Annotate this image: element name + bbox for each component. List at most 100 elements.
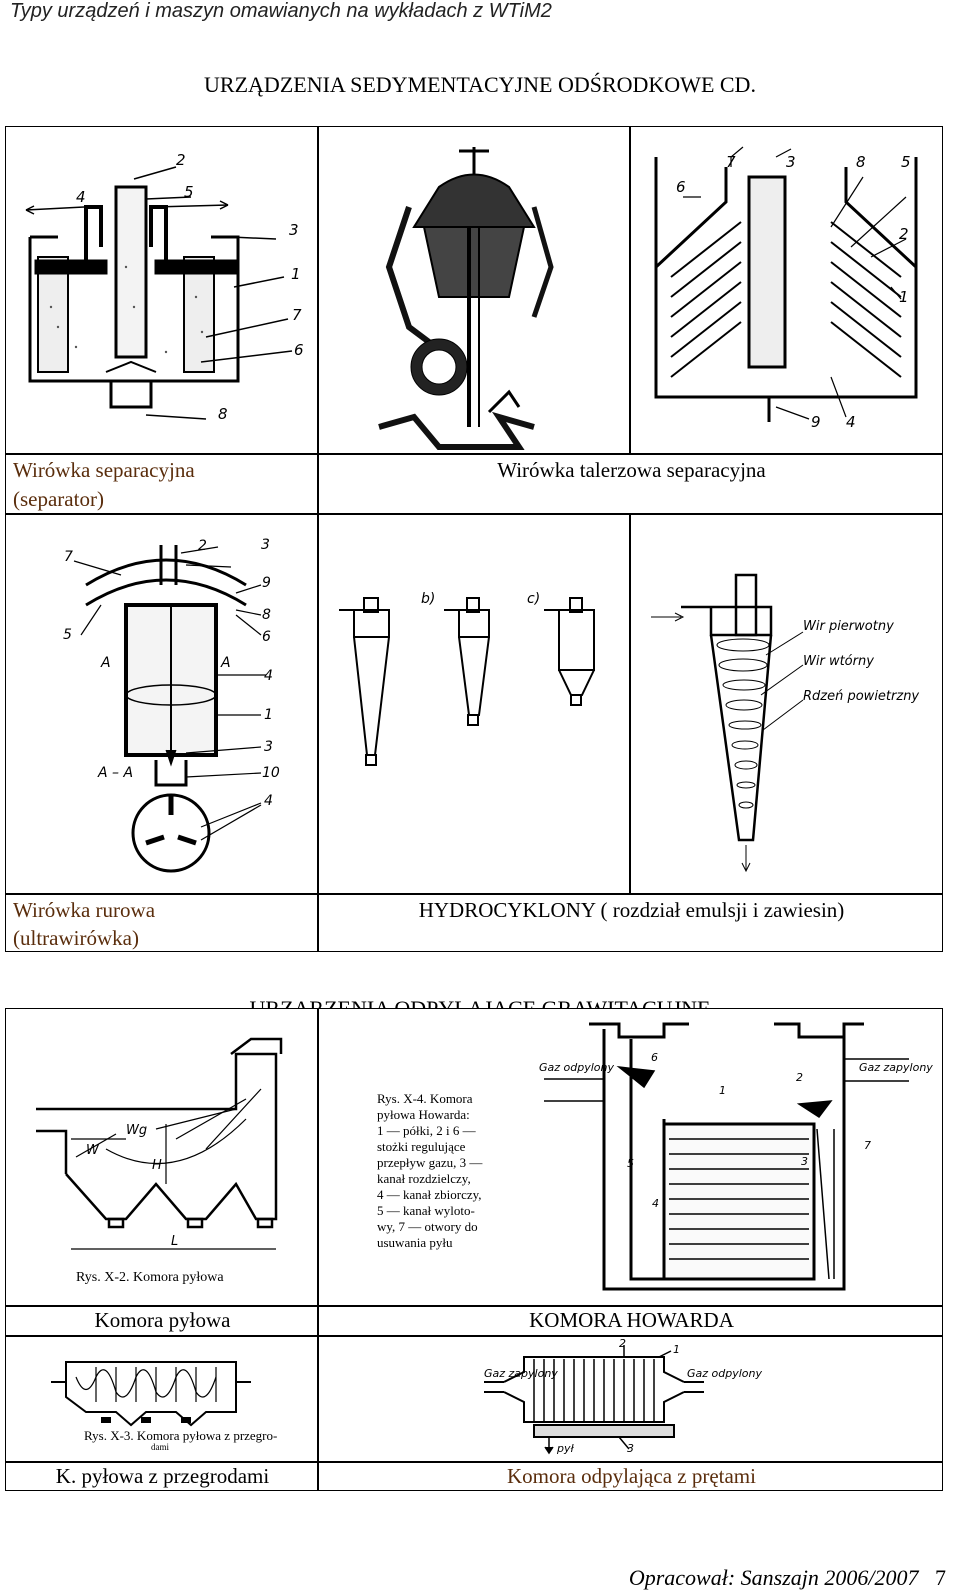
- caption-howard: KOMORA HOWARDA: [529, 1308, 734, 1332]
- chamber-label-l: L: [171, 1234, 178, 1249]
- section-title-centrifugal: URZĄDZENIA SEDYMENTACYJNE ODŚRODKOWE CD.: [204, 72, 756, 97]
- disc-label-6: 6: [676, 178, 686, 196]
- howard-label-3: 3: [801, 1155, 808, 1168]
- dust-chamber-drawing: Wg W H L Rys. X-2. Komora pyłowa: [36, 1037, 283, 1285]
- figure-baffles-cell: Rys. X-3. Komora pyłowa z przegro- dami: [5, 1336, 318, 1462]
- figure-vortex-cell: Wir pierwotny Wir wtórny Rdzeń powietrzn…: [630, 514, 943, 894]
- disc-label-2: 2: [899, 225, 909, 243]
- figure-separator-cell: 2 4 5 3 1 7 6 8: [5, 126, 318, 454]
- caption-tubular-line2: (ultrawirówka): [13, 926, 139, 950]
- sep-label-7: 7: [292, 306, 302, 324]
- hydrocyclones-drawing: b) c): [339, 591, 595, 766]
- tube-label-a1: A: [100, 655, 111, 671]
- howard-note: Rys. X-4. Komora pyłowa Howarda: 1 — pół…: [377, 1091, 483, 1250]
- tube-label-8: 8: [262, 607, 271, 623]
- howard-label-6: 6: [651, 1051, 658, 1064]
- tube-label-10: 10: [262, 765, 280, 781]
- separator-drawing: 2 4 5 3 1 7 6 8: [25, 151, 304, 423]
- caption-howard-cell: KOMORA HOWARDA: [318, 1306, 943, 1336]
- howard-label-7: 7: [864, 1139, 871, 1152]
- disc-stack-drawing: 7 3 8 5 6 2 1 9 4: [654, 146, 918, 431]
- tube-label-5: 5: [63, 627, 72, 643]
- chamber-label-wg: Wg: [126, 1123, 147, 1138]
- disc-label-8: 8: [856, 153, 866, 171]
- tubular-centrifuge-drawing: 7 2 3 9 5 8 6 A A 4 1 3 A – A 10 4: [63, 537, 280, 873]
- vortex-label-secondary: Wir wtórny: [803, 654, 874, 669]
- baffle-chamber-drawing: Rys. X-3. Komora pyłowa z przegro- dami: [51, 1361, 277, 1452]
- sep-label-6: 6: [294, 341, 304, 359]
- caption-dust-chamber: Komora pyłowa: [94, 1308, 231, 1332]
- caption-disc-cell: Wirówka talerzowa separacyjna: [318, 454, 943, 514]
- caption-baffles-cell: K. pyłowa z przegrodami: [5, 1462, 318, 1491]
- disc-label-9: 9: [811, 413, 821, 431]
- disc-label-1: 1: [899, 288, 909, 306]
- cyclone-letter-c: c): [527, 591, 540, 607]
- howard-label-4: 4: [652, 1197, 659, 1210]
- footer-author: Opracował: Sanszajn 2006/2007: [628, 1565, 919, 1590]
- howard-chamber-drawing: Gaz odpylony Gaz zapylony 6 1 2 5 4 3 7: [539, 1022, 933, 1291]
- caption-separator-line2: (separator): [13, 487, 104, 511]
- figure-dust-chamber-cell: Wg W H L Rys. X-2. Komora pyłowa: [5, 1008, 318, 1306]
- howard-label-out: Gaz odpylony: [539, 1061, 614, 1074]
- caption-hydrocyclones-cell: HYDROCYKLONY ( rozdział emulsji i zawies…: [318, 894, 943, 952]
- sep-label-5: 5: [184, 183, 194, 201]
- tube-label-7: 7: [64, 549, 73, 565]
- vortex-label-core: Rdzeń powietrzny: [803, 689, 919, 704]
- tube-label-3b: 3: [264, 739, 273, 755]
- disc-label-7: 7: [726, 153, 736, 171]
- page-footer: Opracował: Sanszajn 2006/2007 7: [629, 1565, 946, 1591]
- disc-label-4: 4: [846, 413, 856, 431]
- figure-howard-cell: Rys. X-4. Komora pyłowa Howarda: 1 — pół…: [318, 1008, 943, 1306]
- vortex-label-primary: Wir pierwotny: [803, 619, 894, 634]
- vortex-cyclone-drawing: Wir pierwotny Wir wtórny Rdzeń powietrzn…: [651, 573, 919, 873]
- rods-label-3: 3: [627, 1442, 634, 1455]
- disc-label-3: 3: [786, 153, 796, 171]
- rods-label-2: 2: [619, 1337, 626, 1350]
- figure-disc-centrifuge-cell: [318, 126, 630, 454]
- tube-label-aa: A – A: [97, 765, 133, 781]
- tube-label-a2: A: [220, 655, 231, 671]
- sep-label-8: 8: [218, 405, 228, 423]
- rods-label-1: 1: [673, 1343, 680, 1356]
- chamber-label-w: W: [86, 1143, 100, 1158]
- baffle-caption-2: dami: [151, 1442, 169, 1452]
- page-number: 7: [935, 1565, 946, 1590]
- caption-disc: Wirówka talerzowa separacyjna: [497, 458, 766, 482]
- tube-label-9: 9: [262, 575, 271, 591]
- baffle-caption-1: Rys. X-3. Komora pyłowa z przegro-: [84, 1428, 277, 1443]
- howard-label-2: 2: [796, 1071, 803, 1084]
- howard-label-5: 5: [627, 1157, 634, 1170]
- tube-label-4b: 4: [264, 793, 273, 809]
- disc-centrifuge-drawing: [378, 147, 554, 450]
- sep-label-2: 2: [176, 151, 186, 169]
- tube-label-4a: 4: [264, 668, 273, 684]
- tube-label-3a: 3: [261, 537, 270, 553]
- caption-rods: Komora odpylająca z prętami: [507, 1464, 756, 1488]
- tube-label-1: 1: [264, 707, 273, 723]
- caption-separator-cell: Wirówka separacyjna (separator): [5, 454, 318, 514]
- sep-label-1: 1: [291, 265, 301, 283]
- caption-baffles: K. pyłowa z przegrodami: [55, 1464, 270, 1488]
- figure-disc-stack-cell: 7 3 8 5 6 2 1 9 4: [630, 126, 943, 454]
- chamber-label-h: H: [152, 1158, 162, 1173]
- caption-dust-chamber-cell: Komora pyłowa: [5, 1306, 318, 1336]
- sep-label-3: 3: [289, 221, 299, 239]
- howard-label-1: 1: [719, 1084, 726, 1097]
- disc-label-5: 5: [901, 153, 911, 171]
- rods-label-out: Gaz odpylony: [687, 1367, 762, 1380]
- caption-separator-line1: Wirówka separacyjna: [13, 458, 195, 482]
- caption-tubular-line1: Wirówka rurowa: [13, 898, 156, 922]
- chamber-caption: Rys. X-2. Komora pyłowa: [76, 1270, 224, 1285]
- caption-hydrocyclones: HYDROCYKLONY ( rozdział emulsji i zawies…: [418, 898, 845, 922]
- rods-label-in: Gaz zapylony: [484, 1367, 558, 1380]
- howard-label-in: Gaz zapylony: [859, 1061, 933, 1074]
- caption-tubular-cell: Wirówka rurowa (ultrawirówka): [5, 894, 318, 952]
- page-header: Typy urządzeń i maszyn omawianych na wyk…: [10, 0, 552, 22]
- tube-label-2: 2: [198, 538, 207, 554]
- tube-label-6: 6: [262, 629, 271, 645]
- sep-label-4: 4: [76, 188, 86, 206]
- figure-rods-cell: Gaz zapylony Gaz odpylony 2 1 pył 3: [318, 1336, 943, 1462]
- caption-rods-cell: Komora odpylająca z prętami: [318, 1462, 943, 1491]
- figure-tubular-cell: 7 2 3 9 5 8 6 A A 4 1 3 A – A 10 4: [5, 514, 318, 894]
- figure-hydrocyclones-cell: b) c): [318, 514, 630, 894]
